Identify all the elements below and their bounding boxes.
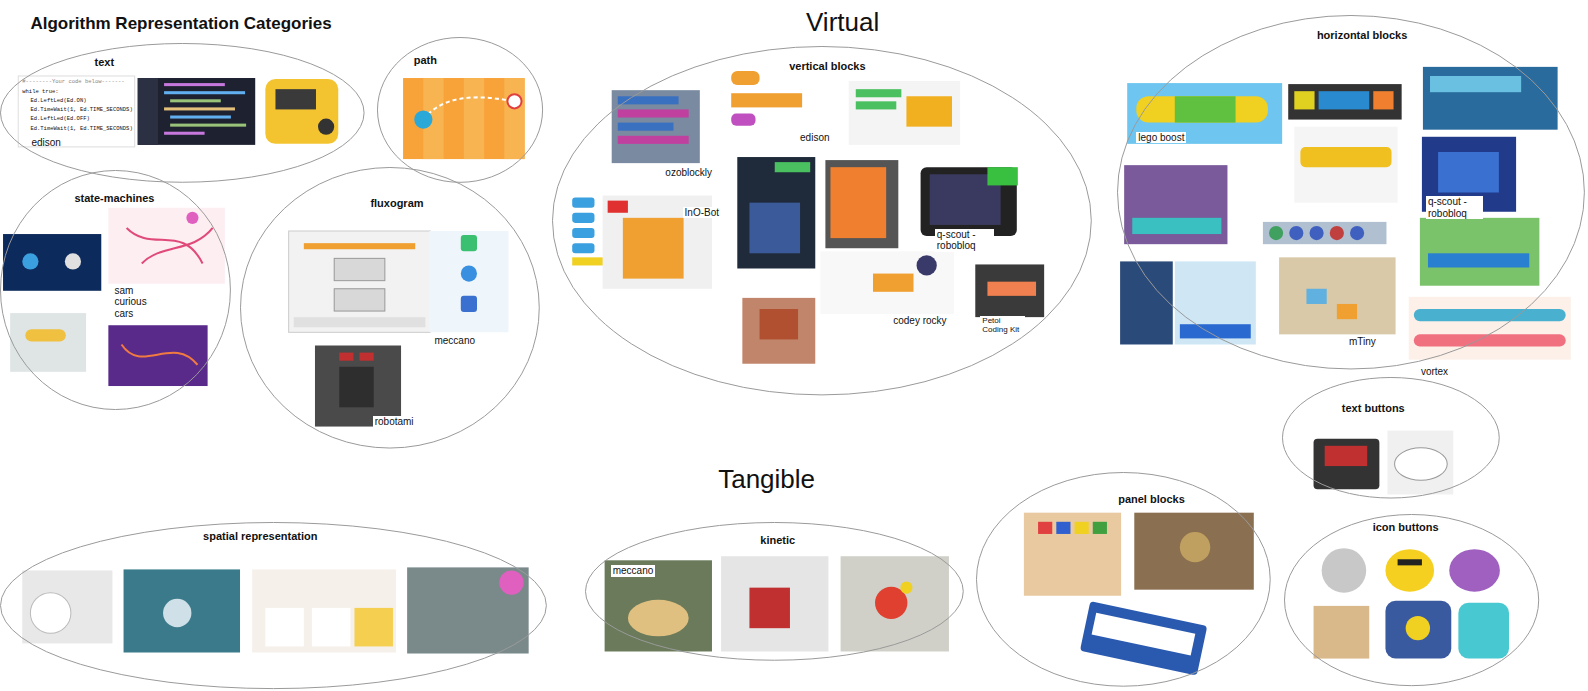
category-heading: spatial representation xyxy=(189,530,331,543)
code-line: while true: xyxy=(22,89,58,95)
code-line: Ed.TimeWait(1, Ed.TIME_SECONDS) xyxy=(30,126,132,132)
caption-text: meccano xyxy=(432,335,477,347)
category-ellipse: state-machines sam curious cars xyxy=(0,170,231,410)
caption-text: q-scout - robobloq xyxy=(1426,196,1483,219)
category-heading: state-machines xyxy=(59,192,170,205)
ellipse-shape xyxy=(1,43,365,182)
category-heading: fluxogram xyxy=(346,197,447,210)
ellipse-shape xyxy=(977,472,1271,686)
caption-text: InO-Bot xyxy=(683,207,721,219)
caption-text: codey rocky xyxy=(893,315,946,327)
caption-text: mTiny xyxy=(1349,336,1376,348)
ellipse-shape xyxy=(377,38,542,183)
caption-text: robotami xyxy=(373,416,416,428)
category-heading: text xyxy=(74,56,135,69)
caption-text: Petoi Coding Kit xyxy=(980,316,1025,334)
category-ellipse: path xyxy=(377,37,543,183)
caption-text: edison xyxy=(800,132,829,144)
ellipse-shape xyxy=(586,522,964,660)
section-label: Virtual xyxy=(772,8,914,38)
category-ellipse: spatial representation xyxy=(0,522,547,689)
category-ellipse: kinetic meccano xyxy=(585,522,964,661)
caption-text: vortex xyxy=(1421,366,1448,378)
section-label: Tangible xyxy=(686,465,848,495)
ellipse-shape xyxy=(1,522,547,688)
category-heading: icon buttons xyxy=(1360,521,1451,534)
ellipse-shape xyxy=(1283,377,1500,498)
category-heading: kinetic xyxy=(747,534,808,547)
category-ellipse: icon buttons xyxy=(1284,514,1539,686)
ellipse-outline xyxy=(377,37,543,183)
caption-text: q-scout - robobloq xyxy=(935,229,995,252)
ellipse-outline xyxy=(1117,15,1585,369)
category-heading: vertical blocks xyxy=(762,60,894,73)
ellipse-shape xyxy=(1285,515,1539,686)
ellipse-outline xyxy=(1282,377,1500,499)
caption-text: sam curious cars xyxy=(114,285,159,320)
code-line: #--------Your code below------- xyxy=(22,79,124,85)
caption-text: meccano xyxy=(611,565,656,577)
ellipse-outline xyxy=(0,522,547,689)
category-heading: text buttons xyxy=(1328,402,1419,415)
ellipse-shape xyxy=(1,171,231,410)
ellipse-shape xyxy=(241,168,540,449)
caption-text: lego boost xyxy=(1136,132,1186,144)
code-line: Ed.LeftLed(Ed.ON) xyxy=(30,98,86,104)
category-ellipse: text buttons xyxy=(1282,377,1500,499)
diagram-title: Algorithm Representation Categories xyxy=(30,14,331,34)
category-ellipse: vertical blocks ozoblocklyInO-Bot edison q-… xyxy=(552,46,1092,395)
category-heading: horizontal blocks xyxy=(1301,29,1423,42)
caption-text: ozoblockly xyxy=(663,167,714,179)
category-heading: path xyxy=(400,54,451,67)
code-line: Ed.TimeWait(1, Ed.TIME_SECONDS) xyxy=(30,107,132,113)
code-line: Ed.LeftLed(Ed.OFF) xyxy=(30,116,89,122)
category-ellipse: panel blocks xyxy=(976,472,1271,687)
ellipse-outline xyxy=(552,46,1092,395)
category-heading: panel blocks xyxy=(1111,493,1192,506)
ellipse-shape xyxy=(552,46,1091,394)
category-ellipse: horizontal blocks lego boost q-scout - rob… xyxy=(1117,15,1585,369)
ellipse-shape xyxy=(1118,16,1585,369)
caption-text: edison xyxy=(31,137,60,149)
category-ellipse: fluxogram meccano robotami xyxy=(240,167,540,449)
ellipse-outline xyxy=(1284,514,1539,686)
